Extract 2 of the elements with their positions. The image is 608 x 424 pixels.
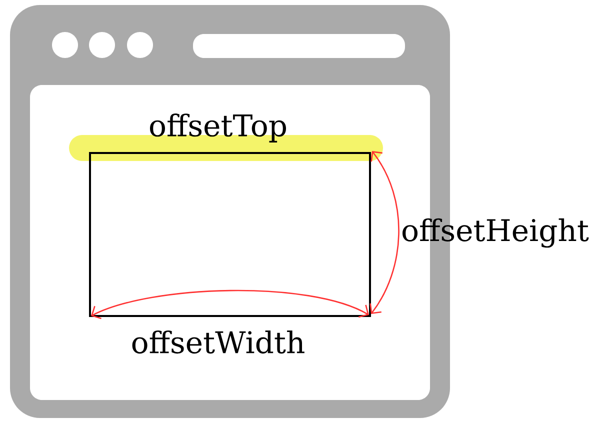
dimension-label: offsetWidth [132, 330, 304, 354]
dimension-label: offsetHeight [402, 218, 589, 248]
